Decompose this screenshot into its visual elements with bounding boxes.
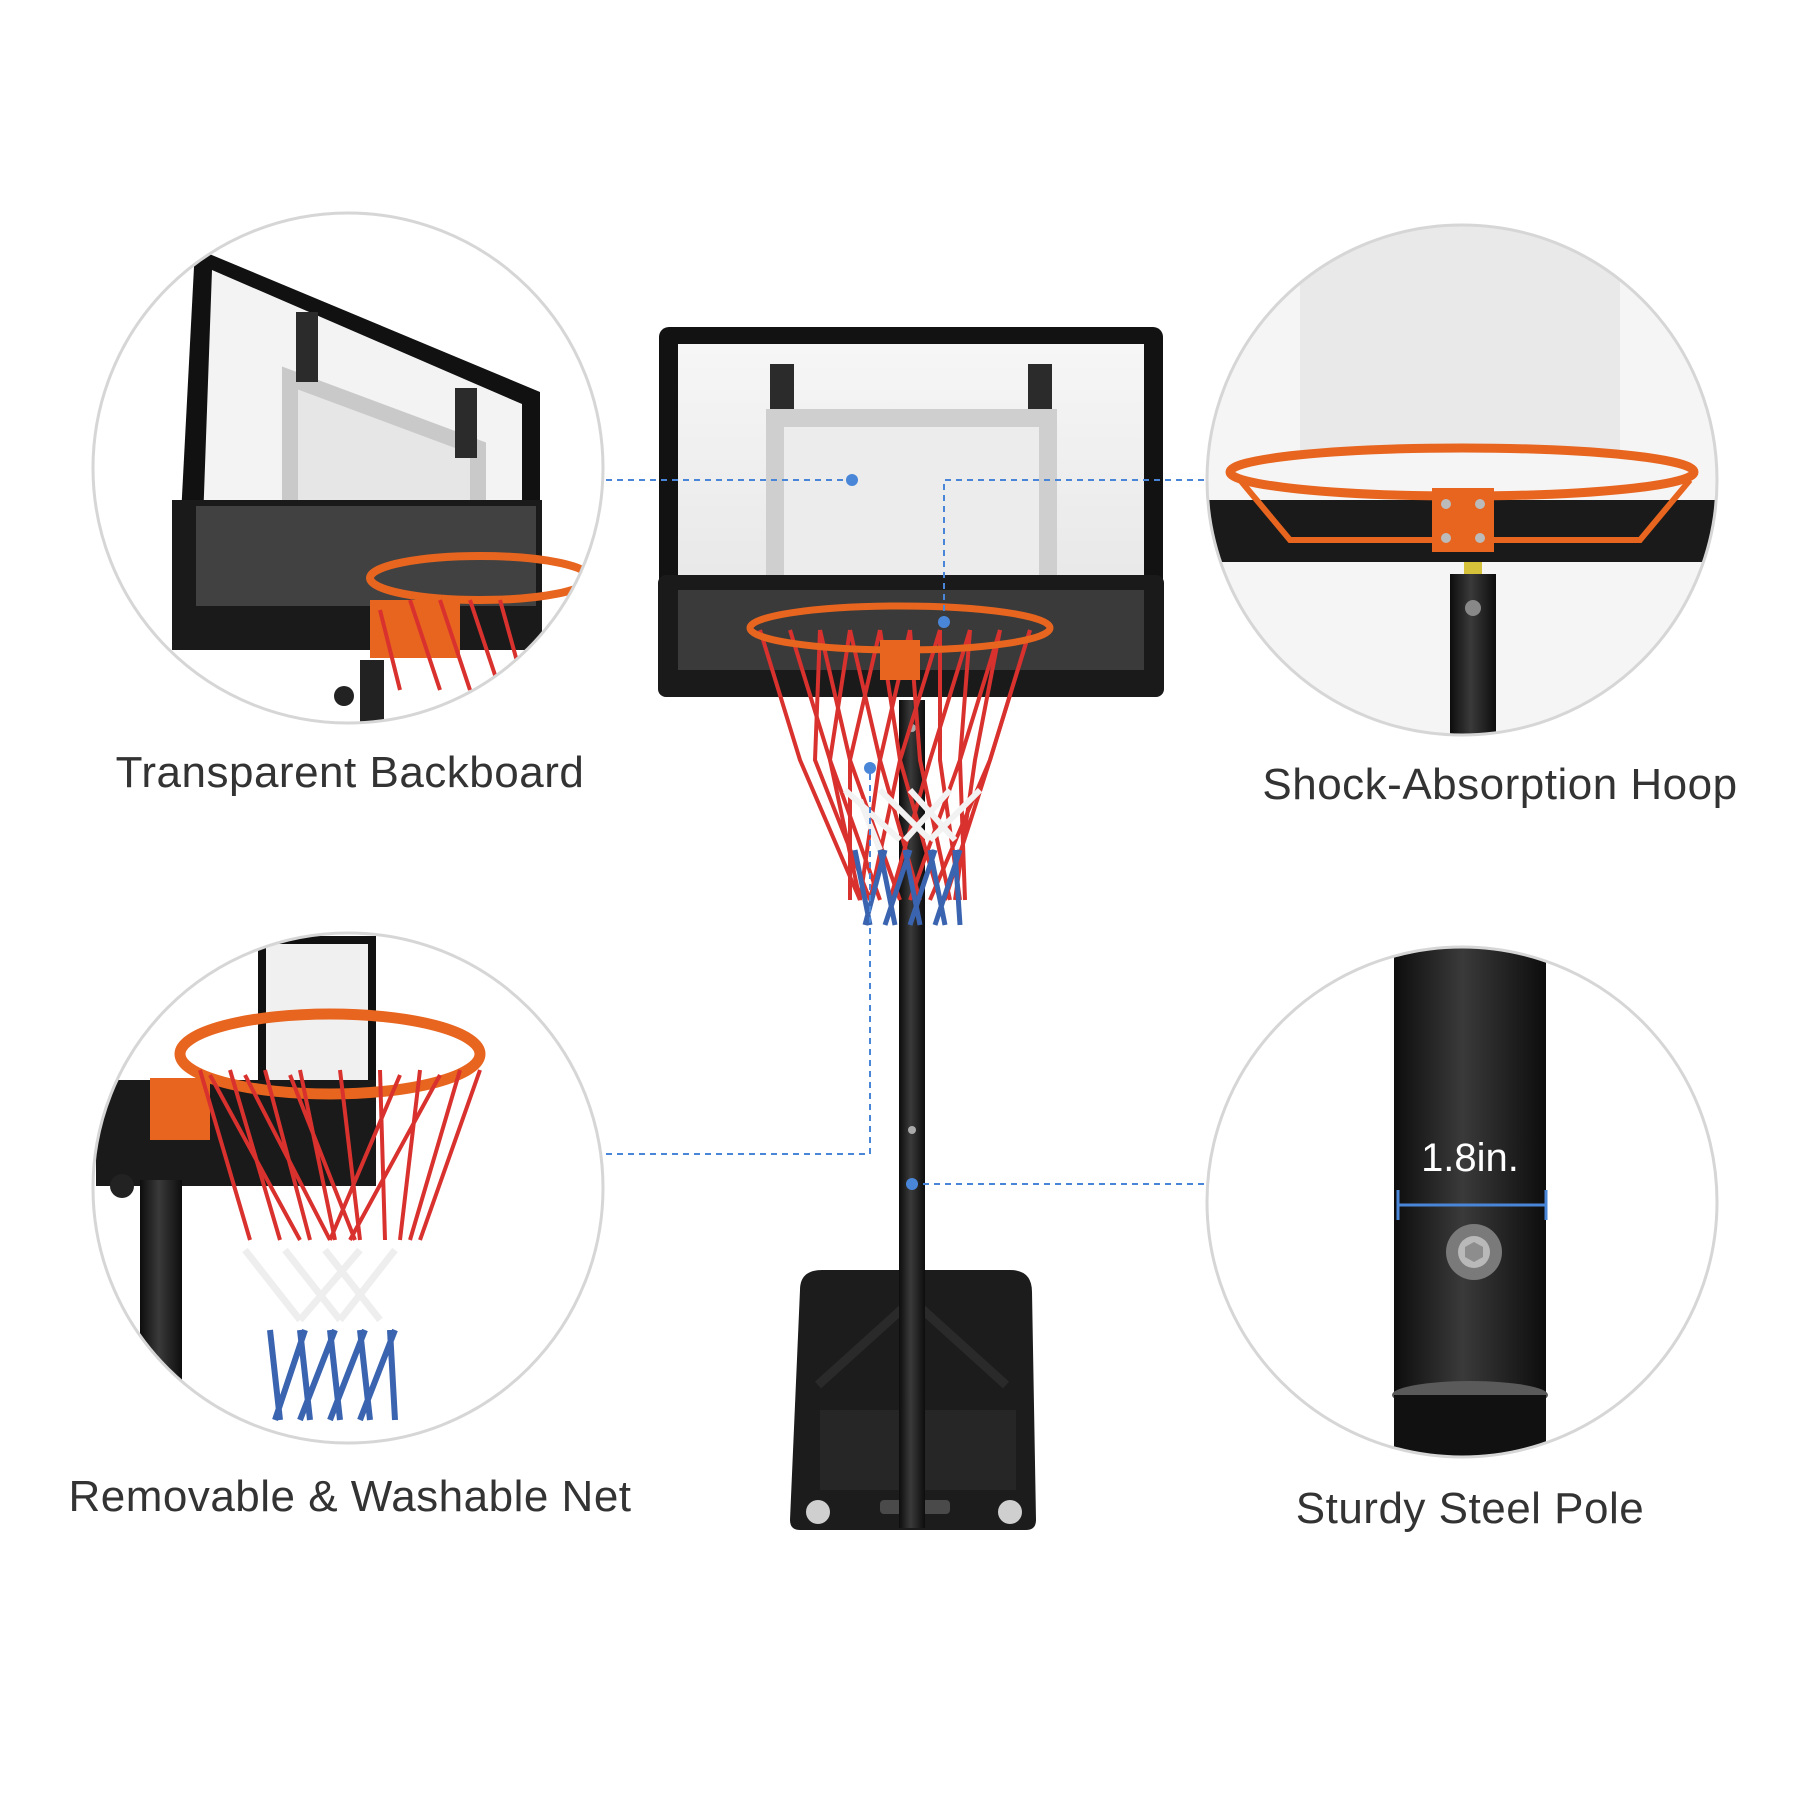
caption-removable-washable-net: Removable & Washable Net bbox=[68, 1472, 632, 1521]
zoom-circle-backboard bbox=[91, 211, 605, 725]
connector-hoop bbox=[943, 479, 1212, 622]
dot-hoop bbox=[938, 616, 950, 628]
support-strut-left bbox=[814, 1296, 916, 1389]
dot-pole bbox=[906, 1178, 918, 1190]
wheel-right bbox=[998, 1500, 1022, 1524]
caption-sturdy-steel-pole: Sturdy Steel Pole bbox=[1295, 1484, 1645, 1533]
callout-connectors bbox=[606, 479, 1212, 1185]
rim-bracket bbox=[880, 640, 920, 680]
zoom-circle-net bbox=[91, 931, 605, 1445]
dot-net bbox=[864, 762, 876, 774]
zoom-circle-hoop bbox=[1205, 223, 1719, 737]
caption-transparent-backboard: Transparent Backboard bbox=[115, 748, 585, 797]
pole-diameter-label: 1.8in. bbox=[1421, 1136, 1519, 1180]
caption-shock-absorption-hoop: Shock-Absorption Hoop bbox=[1262, 760, 1738, 809]
basketball-stand bbox=[658, 327, 1164, 1530]
support-strut-right bbox=[908, 1296, 1010, 1389]
connector-net bbox=[606, 768, 871, 1155]
zoom-circle-pole bbox=[1205, 945, 1719, 1459]
dot-backboard bbox=[846, 474, 858, 486]
wheel-left bbox=[806, 1500, 830, 1524]
net bbox=[758, 629, 1032, 926]
